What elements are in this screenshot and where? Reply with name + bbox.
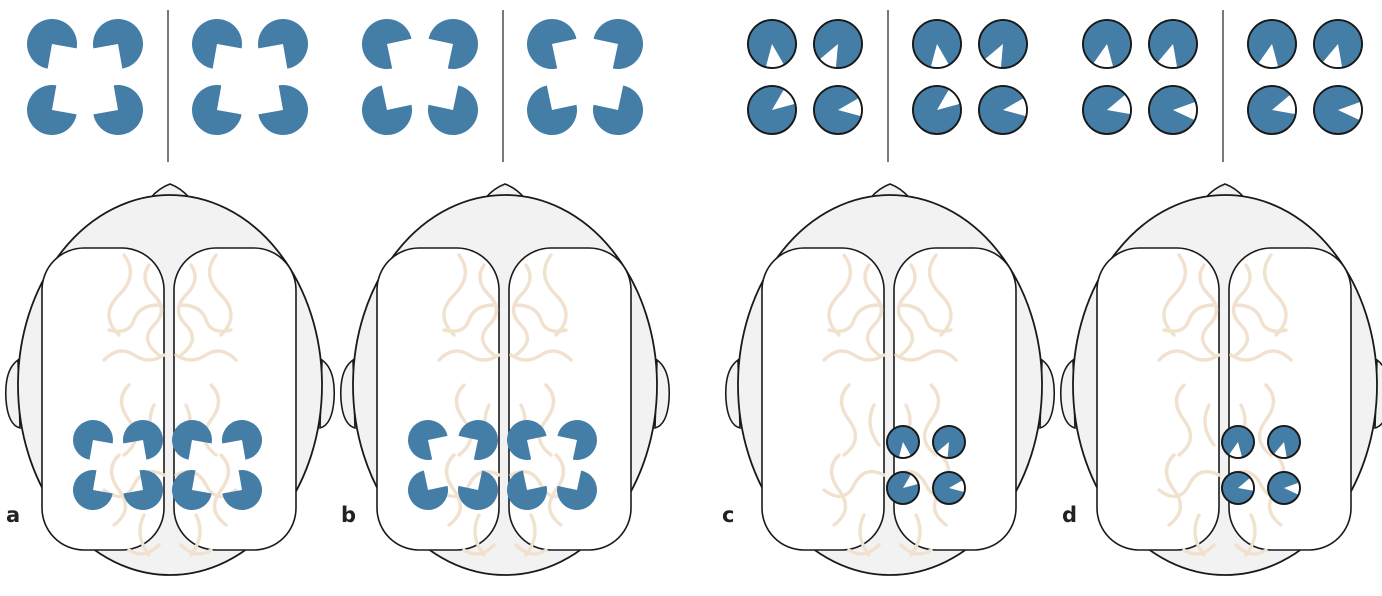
- panel-label-d: d: [1062, 505, 1077, 526]
- pacman-inducer-icon: [93, 19, 143, 69]
- left-hemisphere-icon: [1097, 248, 1219, 550]
- left-hemisphere-icon: [762, 248, 884, 550]
- pacman-inducer-icon: [428, 86, 478, 135]
- pacman-inducer-icon: [192, 19, 242, 69]
- right-hemisphere-icon: [894, 248, 1016, 550]
- pacman-inducer-icon: [429, 19, 478, 69]
- panel-a: [6, 10, 335, 575]
- pacman-inducer-icon: [593, 86, 643, 135]
- pacman-inducer-icon: [27, 19, 77, 69]
- pacman-inducer-icon: [362, 19, 411, 69]
- panel-b: [341, 10, 670, 575]
- pacman-inducer-icon: [527, 86, 577, 135]
- pacman-inducer-icon: [362, 86, 412, 135]
- pacman-inducer-icon: [93, 85, 143, 135]
- pacman-inducer-icon: [258, 85, 308, 135]
- panel-c: [726, 10, 1055, 575]
- panel-label-b: b: [341, 505, 356, 526]
- pacman-inducer-icon: [27, 85, 77, 135]
- panel-label-c: c: [722, 505, 734, 526]
- pacman-inducer-icon: [192, 85, 242, 135]
- pacman-inducer-icon: [594, 19, 643, 69]
- right-hemisphere-icon: [1229, 248, 1351, 550]
- panel-d: [1061, 10, 1382, 575]
- pacman-inducer-icon: [527, 19, 576, 69]
- pacman-inducer-icon: [258, 19, 308, 69]
- panel-label-a: a: [6, 505, 20, 526]
